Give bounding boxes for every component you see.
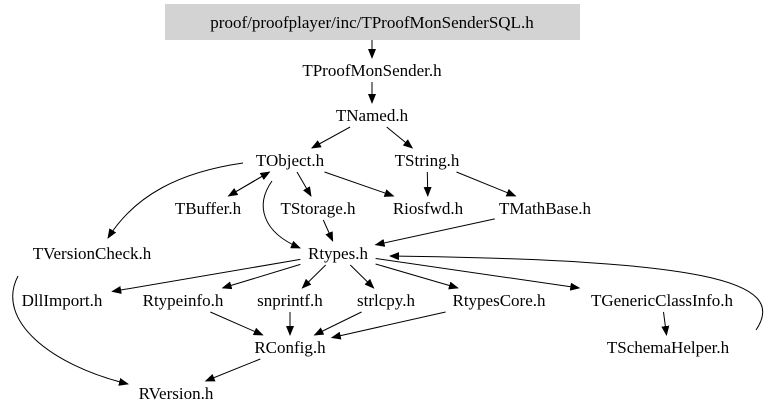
edge-tobject-to-tstorage [296,171,312,197]
node-label: TNamed.h [336,106,409,125]
node-label: snprintf.h [257,291,323,310]
node-tproofmonsender[interactable]: TProofMonSender.h [302,61,442,80]
edge-tgenericclassinfo-to-tschemahelper [661,311,670,336]
node-label: DllImport.h [22,291,103,310]
edge-tstorage-to-rtypes [322,219,334,242]
edge-rtypes-to-strlcpy [349,264,375,289]
edge-rtypes-to-rtypescore [375,263,459,290]
node-rversion[interactable]: RVersion.h [139,384,214,403]
node-dllimport[interactable]: DllImport.h [22,291,103,310]
node-label: TBuffer.h [175,199,242,218]
node-label: Rtypes.h [308,244,368,263]
node-label: TSchemaHelper.h [607,338,730,357]
edge-rconfig-to-rversion [204,358,261,382]
edge-rtypes-to-snprintf [301,264,327,289]
node-label: strlcpy.h [357,291,415,310]
node-label: TProofMonSender.h [302,61,442,80]
edge-tstring-to-tmathbase [456,171,517,197]
node-label: TStorage.h [280,199,356,218]
node-tgenericclassinfo[interactable]: TGenericClassInfo.h [591,291,734,310]
root-node-box [165,4,580,40]
node-tnamed[interactable]: TNamed.h [336,106,409,125]
node-label: RVersion.h [139,384,214,403]
node-rtypeinfo[interactable]: Rtypeinfo.h [143,291,224,310]
node-label: proof/proofplayer/inc/TProofMonSenderSQL… [210,13,534,32]
edge-rtypes-to-dllimport [111,258,301,294]
node-snprintf[interactable]: snprintf.h [257,291,323,310]
node-label: Riosfwd.h [393,199,464,218]
edge-tobject-to-riosfwd [324,171,395,197]
edge-tversioncheck-to-rversion [12,275,129,386]
node-strlcpy[interactable]: strlcpy.h [357,291,415,310]
node-root[interactable]: proof/proofplayer/inc/TProofMonSenderSQL… [165,4,580,40]
node-label: RtypesCore.h [452,291,546,310]
node-tstorage[interactable]: TStorage.h [280,199,356,218]
edge-tnamed-to-tobject [311,126,351,149]
edge-tbuffer-to-tobject [228,171,271,197]
node-rtypes[interactable]: Rtypes.h [308,244,368,263]
edge-tobject-to-rtypes [262,180,301,249]
node-label: TString.h [395,151,460,170]
node-rtypescore[interactable]: RtypesCore.h [452,291,546,310]
edge-tmathbase-to-rtypes [374,218,495,247]
node-label: TMathBase.h [499,199,592,218]
node-label: TObject.h [256,151,325,170]
node-tschemahelper[interactable]: TSchemaHelper.h [607,338,730,357]
edge-rtypes-to-tgenericclassinfo [375,258,581,291]
node-label: TGenericClassInfo.h [591,291,734,310]
node-label: RConfig.h [254,338,326,357]
edge-rtypeinfo-to-rconfig [210,311,264,336]
node-label: TVersionCheck.h [33,244,152,263]
edge-tstring-to-riosfwd [423,171,432,197]
node-tobject[interactable]: TObject.h [256,151,325,170]
node-rconfig[interactable]: RConfig.h [254,338,326,357]
node-riosfwd[interactable]: Riosfwd.h [393,199,464,218]
edge-strlcpy-to-rconfig [313,311,362,336]
node-tmathbase[interactable]: TMathBase.h [499,199,592,218]
edge-tschemahelper-to-rtypes [389,252,764,331]
edge-rtypes-to-rtypeinfo [221,263,301,290]
node-tbuffer[interactable]: TBuffer.h [175,199,242,218]
edge-rtypescore-to-rconfig [330,311,446,340]
node-tversioncheck[interactable]: TVersionCheck.h [33,244,152,263]
node-label: Rtypeinfo.h [143,291,224,310]
node-tstring[interactable]: TString.h [395,151,460,170]
edge-tnamed-to-tstring [386,126,414,149]
edge-tobject-to-tversioncheck [107,162,244,239]
